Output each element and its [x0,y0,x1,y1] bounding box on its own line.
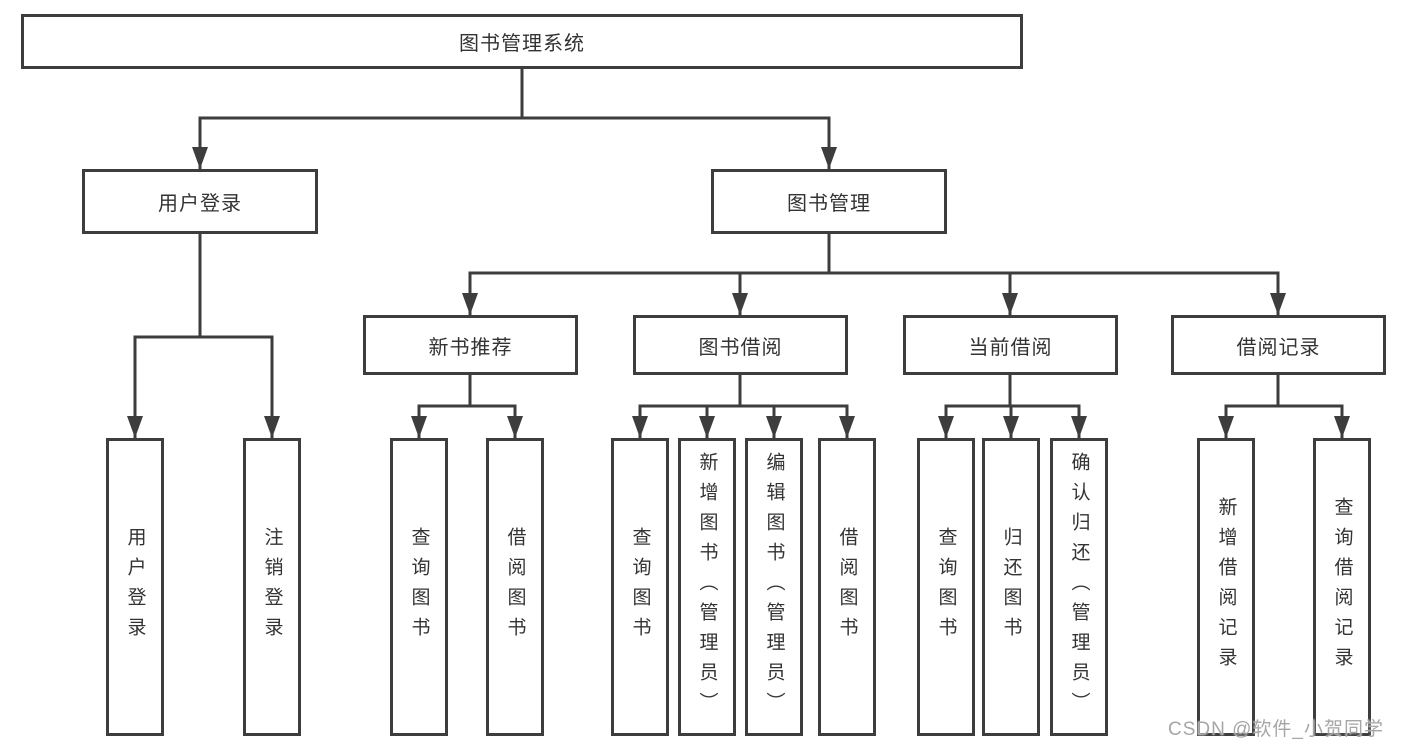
leaf-return-books: 归还图书 [982,438,1040,736]
leaf-confirm-return-admin-label: 确认归还（管理员） [1068,452,1090,722]
leaf-borrow-books-borrowing-label: 借阅图书 [836,527,858,647]
leaf-query-books-borrowing: 查询图书 [611,438,669,736]
leaf-query-books-recommend-label: 查询图书 [408,527,430,647]
leaf-add-books-admin-label: 新增图书（管理员） [696,452,718,722]
leaf-add-borrow-record: 新增借阅记录 [1197,438,1255,736]
leaf-logout-login-label: 注销登录 [261,527,283,647]
node-borrowing-records: 借阅记录 [1171,315,1386,375]
leaf-borrow-books-recommend-label: 借阅图书 [504,527,526,647]
leaf-return-books-label: 归还图书 [1000,527,1022,647]
node-user-login: 用户登录 [82,169,318,234]
node-library-management-system: 图书管理系统 [21,14,1023,69]
leaf-add-books-admin: 新增图书（管理员） [678,438,736,736]
leaf-query-books-current-label: 查询图书 [935,527,957,647]
leaf-borrow-books-borrowing: 借阅图书 [818,438,876,736]
csdn-watermark: CSDN @软件_小贺同学 [1168,719,1384,740]
leaf-query-borrow-record: 查询借阅记录 [1313,438,1371,736]
leaf-user-login: 用户登录 [106,438,164,736]
node-book-management: 图书管理 [711,169,947,234]
node-new-book-recommendation: 新书推荐 [363,315,578,375]
leaf-edit-books-admin-label: 编辑图书（管理员） [763,452,785,722]
leaf-query-books-recommend: 查询图书 [390,438,448,736]
node-book-borrowing: 图书借阅 [633,315,848,375]
leaf-edit-books-admin: 编辑图书（管理员） [745,438,803,736]
leaf-query-borrow-record-label: 查询借阅记录 [1331,497,1353,677]
leaf-query-books-current: 查询图书 [917,438,975,736]
leaf-logout-login: 注销登录 [243,438,301,736]
leaf-borrow-books-recommend: 借阅图书 [486,438,544,736]
leaf-user-login-label: 用户登录 [124,527,146,647]
leaf-confirm-return-admin: 确认归还（管理员） [1050,438,1108,736]
leaf-add-borrow-record-label: 新增借阅记录 [1215,497,1237,677]
node-current-borrowing: 当前借阅 [903,315,1118,375]
leaf-query-books-borrowing-label: 查询图书 [629,527,651,647]
